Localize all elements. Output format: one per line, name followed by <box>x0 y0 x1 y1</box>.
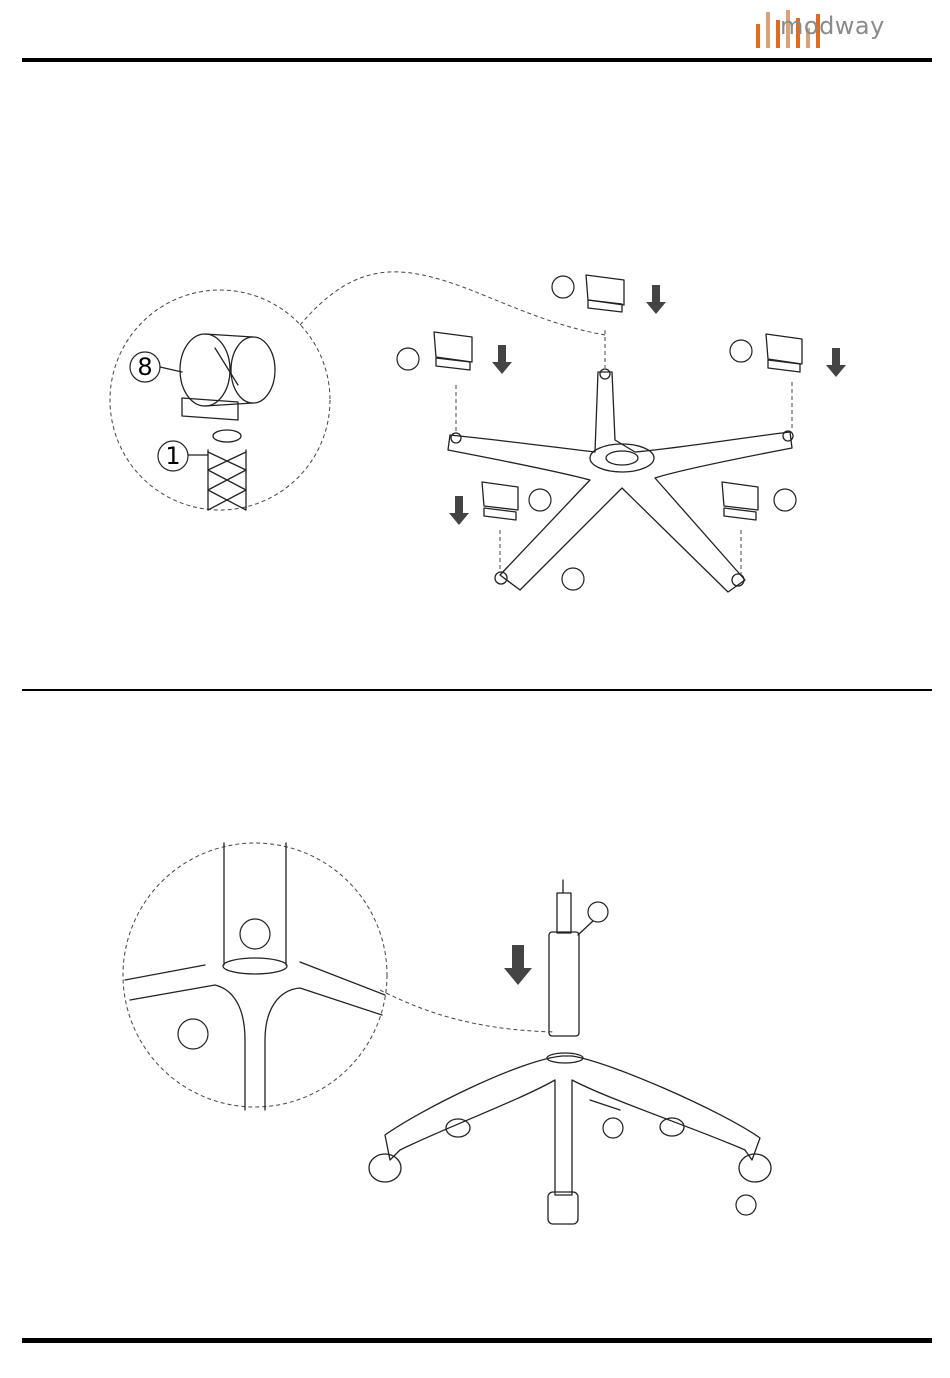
caster-wheel-detail <box>180 334 275 420</box>
callout-number-caster: 8 <box>137 353 152 381</box>
assembled-chair-base <box>369 1053 771 1224</box>
gas-lift-cylinder <box>549 880 608 1036</box>
caster-assembly-diagram: 8 1 <box>0 260 950 620</box>
caster-detail-callout: 8 1 <box>110 272 605 510</box>
gas-lift-detail-callout <box>123 843 555 1110</box>
header-rule <box>22 58 932 62</box>
section-divider <box>22 689 932 691</box>
down-arrow-icon <box>504 945 532 985</box>
base-leg-detail <box>208 430 246 510</box>
callout-number-leg: 1 <box>165 442 180 470</box>
brand-name: modway <box>780 12 885 40</box>
footer-rule <box>22 1338 932 1343</box>
callout-badge-caster: 8 <box>130 352 182 382</box>
callout-badge-leg: 1 <box>158 441 208 471</box>
gas-lift-assembly-diagram <box>0 840 950 1240</box>
caster-guides <box>434 275 802 574</box>
